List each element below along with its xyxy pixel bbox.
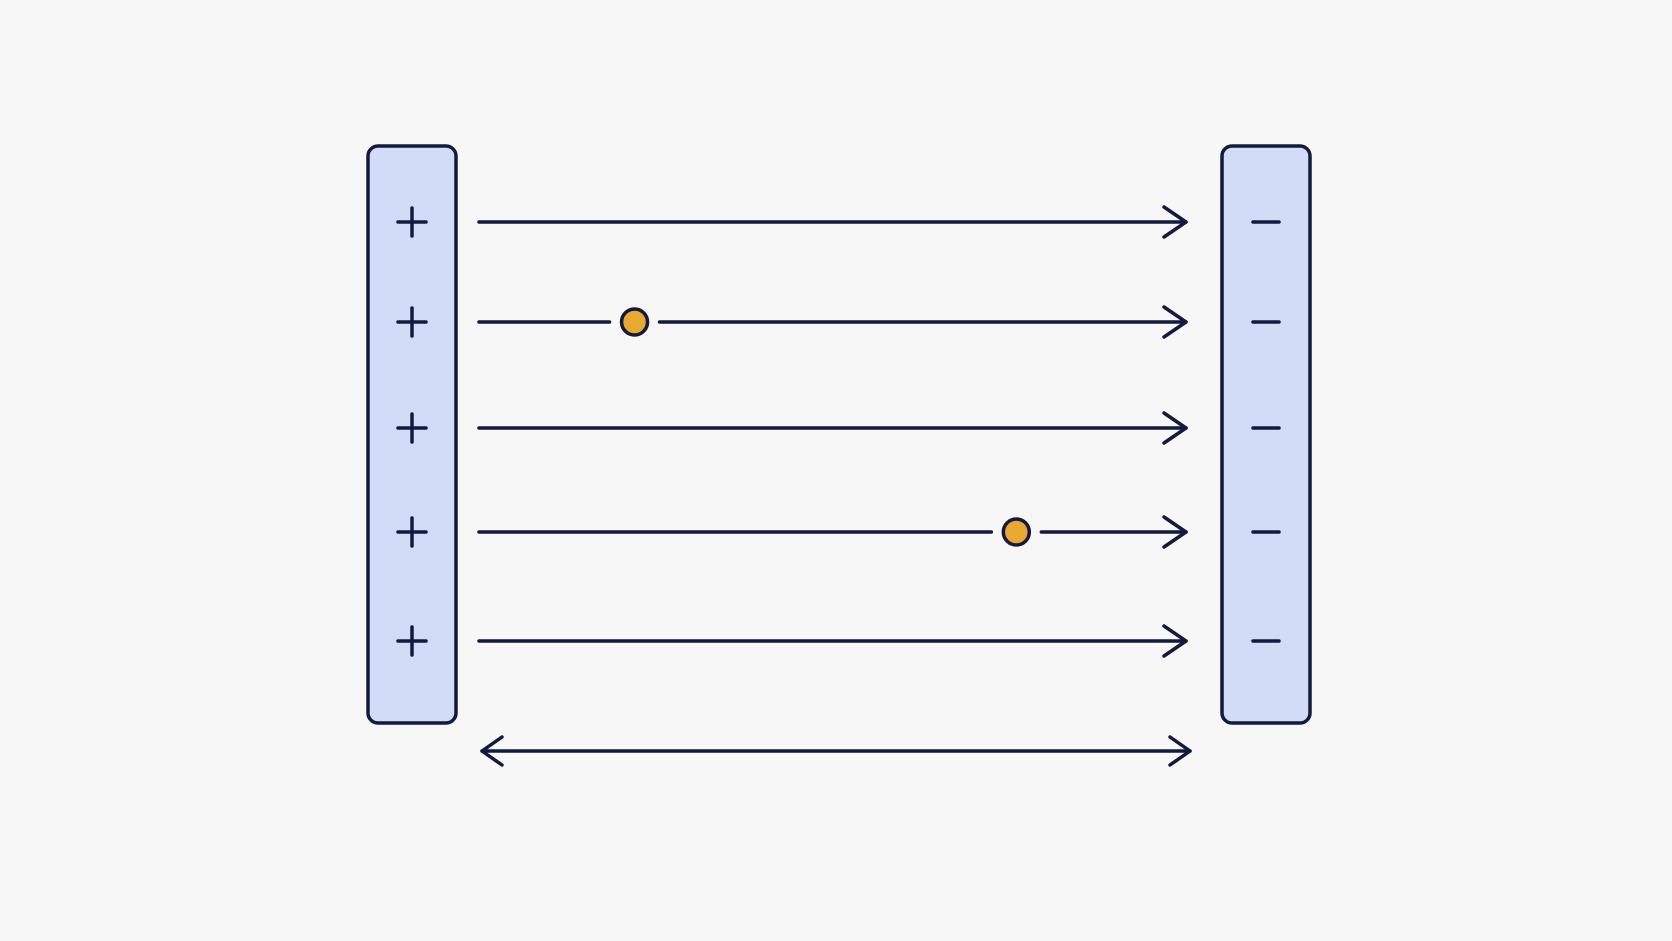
negative-charges [1251, 220, 1281, 643]
field-line [477, 305, 1188, 339]
field-line [477, 515, 1188, 549]
plus-icon [396, 412, 428, 444]
plus-icon [396, 206, 428, 238]
arrowhead-right-icon [1162, 515, 1188, 549]
field-line [477, 205, 1188, 239]
plate-separation-arrow [480, 735, 1192, 767]
arrowhead-right-icon [1162, 205, 1188, 239]
arrowhead-right-icon [1162, 624, 1188, 658]
arrowhead-right-icon [1168, 735, 1192, 767]
plus-icon [396, 516, 428, 548]
field-line [477, 624, 1188, 658]
arrowhead-left-icon [480, 735, 504, 767]
field-lines [477, 205, 1188, 658]
field-line [477, 411, 1188, 445]
negative-plate [1220, 144, 1312, 725]
plus-icon [396, 306, 428, 338]
arrowhead-right-icon [1162, 305, 1188, 339]
charged-particle [619, 307, 650, 337]
positive-charges [396, 206, 428, 657]
plus-icon [396, 625, 428, 657]
charged-particle [1001, 517, 1032, 547]
arrowhead-right-icon [1162, 411, 1188, 445]
